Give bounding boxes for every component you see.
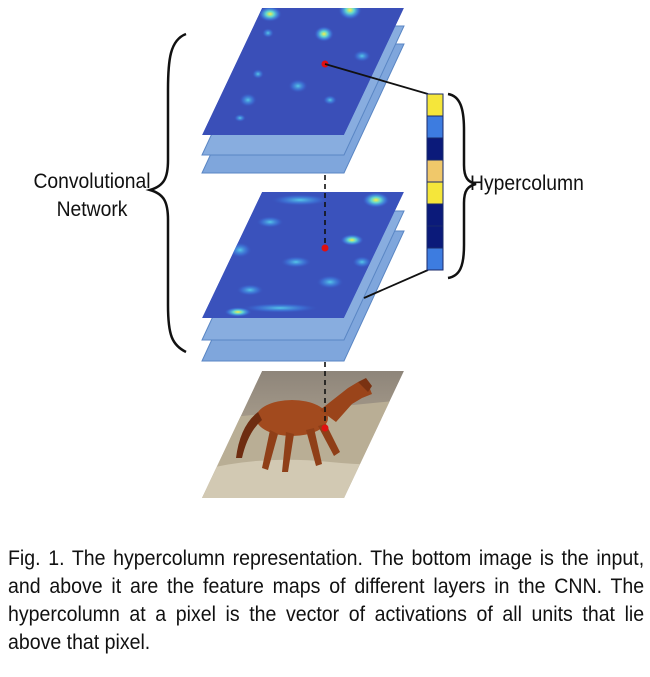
top-feature-map: [202, 8, 404, 135]
hypercolumn-cell: [426, 247, 444, 271]
convolutional-label-line2: Network: [56, 198, 128, 221]
hypercolumn-vector: [426, 93, 444, 271]
convolutional-label-line1: Convolutional: [33, 170, 151, 193]
hypercolumn-cell: [426, 93, 444, 117]
input-image-horse: [202, 371, 404, 498]
pixel-dot-input: [321, 424, 329, 432]
hypercolumn-cell: [426, 225, 444, 249]
hypercolumn-cell: [426, 181, 444, 205]
connector-top: [324, 63, 429, 95]
network-brace: [145, 32, 187, 354]
hypercolumn-label: Hypercolumn: [470, 172, 584, 195]
convolutional-network-label: Convolutional Network: [28, 168, 157, 224]
connector-bottom: [363, 269, 429, 299]
pixel-dot-mid: [321, 244, 329, 252]
hypercolumn-cell: [426, 203, 444, 227]
figure-caption: Fig. 1. The hypercolumn representation. …: [8, 547, 645, 654]
hypercolumn-cell: [426, 159, 444, 183]
hypercolumn-cell: [426, 137, 444, 161]
pixel-dot-top: [321, 60, 329, 68]
hypercolumn-diagram: [145, 8, 477, 498]
hypercolumn-cell: [426, 115, 444, 139]
mid-feature-map: [202, 192, 404, 318]
hypercolumn-brace: [447, 92, 477, 280]
